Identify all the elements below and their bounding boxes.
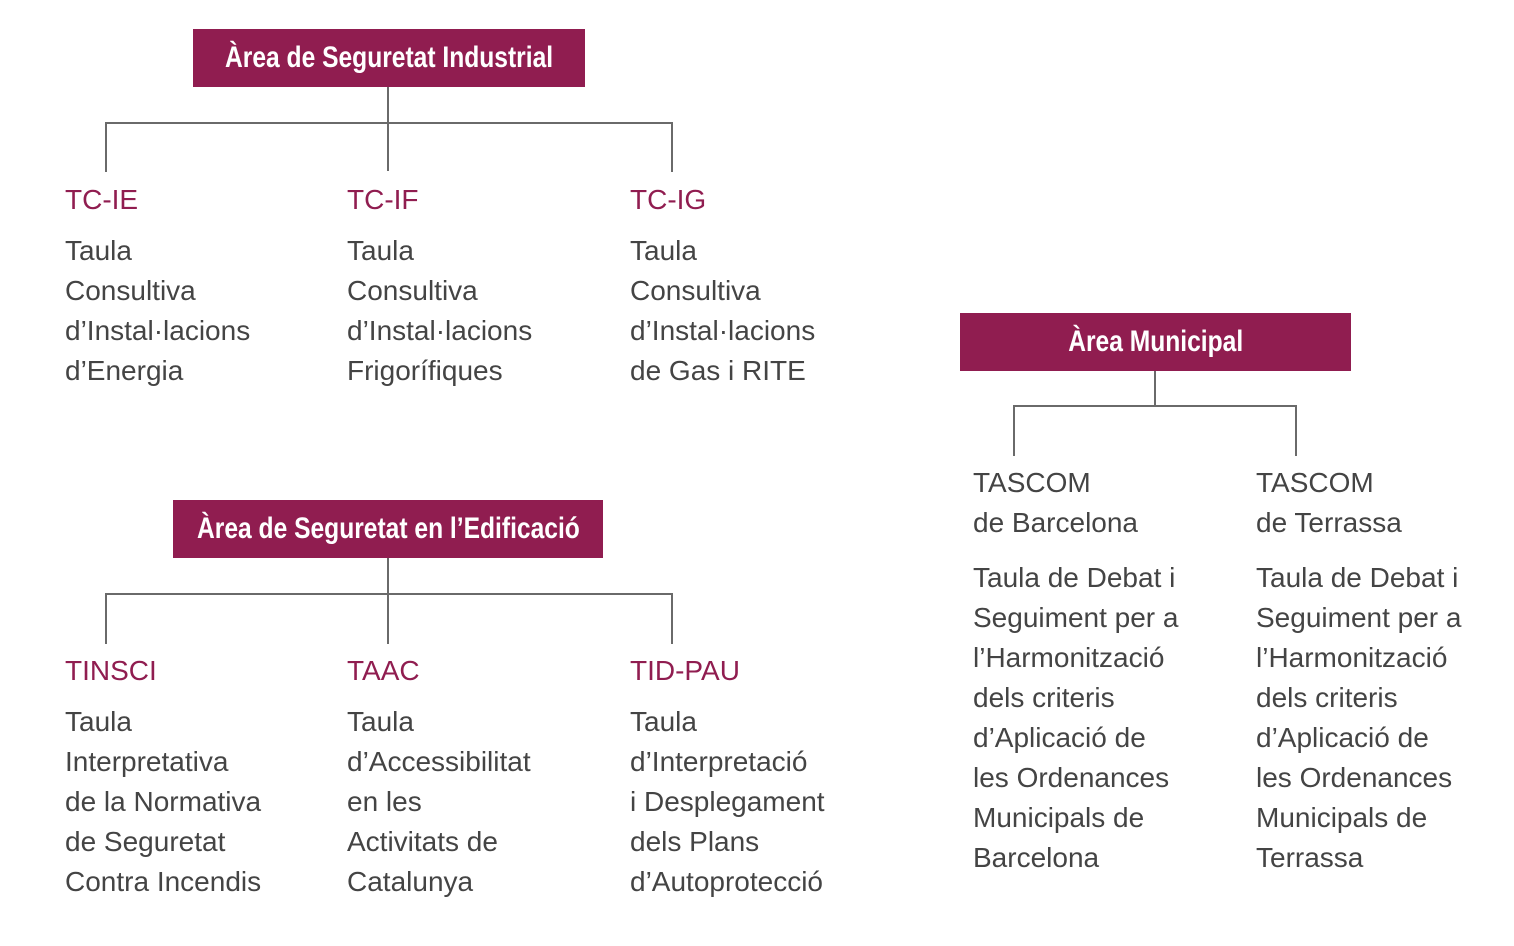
code-tinsci: TINSCI bbox=[65, 655, 157, 686]
connector bbox=[1013, 405, 1297, 407]
connector bbox=[671, 593, 673, 644]
connector bbox=[387, 558, 389, 644]
code-tid-pau: TID-PAU bbox=[630, 655, 740, 686]
code-tc-if: TC-IF bbox=[347, 184, 419, 215]
connector bbox=[105, 593, 107, 644]
connector bbox=[1295, 405, 1297, 456]
desc-tid-pau: Taula d’Interpretació i Desplegament del… bbox=[630, 706, 825, 897]
connector bbox=[1013, 405, 1015, 456]
desc-tc-if: Taula Consultiva d’Instal·lacions Frigor… bbox=[347, 235, 533, 386]
desc-tc-ie: Taula Consultiva d’Instal·lacions d’Ener… bbox=[65, 235, 251, 386]
area-municipal-title: Àrea Municipal bbox=[1068, 325, 1243, 358]
desc-taac: Taula d’Accessibilitat en les Activitats… bbox=[347, 706, 531, 897]
code-tc-ig: TC-IG bbox=[630, 184, 707, 215]
desc-tinsci: Taula Interpretativa de la Normativa de … bbox=[65, 706, 262, 897]
tascom-terrassa-name: TASCOM de Terrassa bbox=[1256, 467, 1402, 538]
connector bbox=[105, 122, 107, 172]
code-taac: TAAC bbox=[347, 655, 420, 686]
connector bbox=[105, 593, 673, 595]
code-tc-ie: TC-IE bbox=[65, 184, 139, 215]
tascom-terrassa-desc: Taula de Debat i Seguiment per a l’Harmo… bbox=[1256, 562, 1462, 873]
area-industrial-box: Àrea de Seguretat Industrial bbox=[193, 29, 585, 87]
tascom-barcelona-name: TASCOM de Barcelona bbox=[973, 467, 1139, 538]
area-edificacio-box: Àrea de Seguretat en l’Edificació bbox=[173, 500, 603, 558]
area-industrial-title: Àrea de Seguretat Industrial bbox=[224, 41, 554, 74]
connector bbox=[1154, 371, 1156, 406]
connector bbox=[387, 87, 389, 171]
area-edificacio-title: Àrea de Seguretat en l’Edificació bbox=[196, 512, 580, 545]
desc-tc-ig: Taula Consultiva d’Instal·lacions de Gas… bbox=[630, 235, 816, 386]
tascom-barcelona-desc: Taula de Debat i Seguiment per a l’Harmo… bbox=[973, 562, 1179, 873]
connector bbox=[105, 122, 673, 124]
connector bbox=[671, 122, 673, 172]
area-municipal-box: Àrea Municipal bbox=[960, 313, 1351, 371]
